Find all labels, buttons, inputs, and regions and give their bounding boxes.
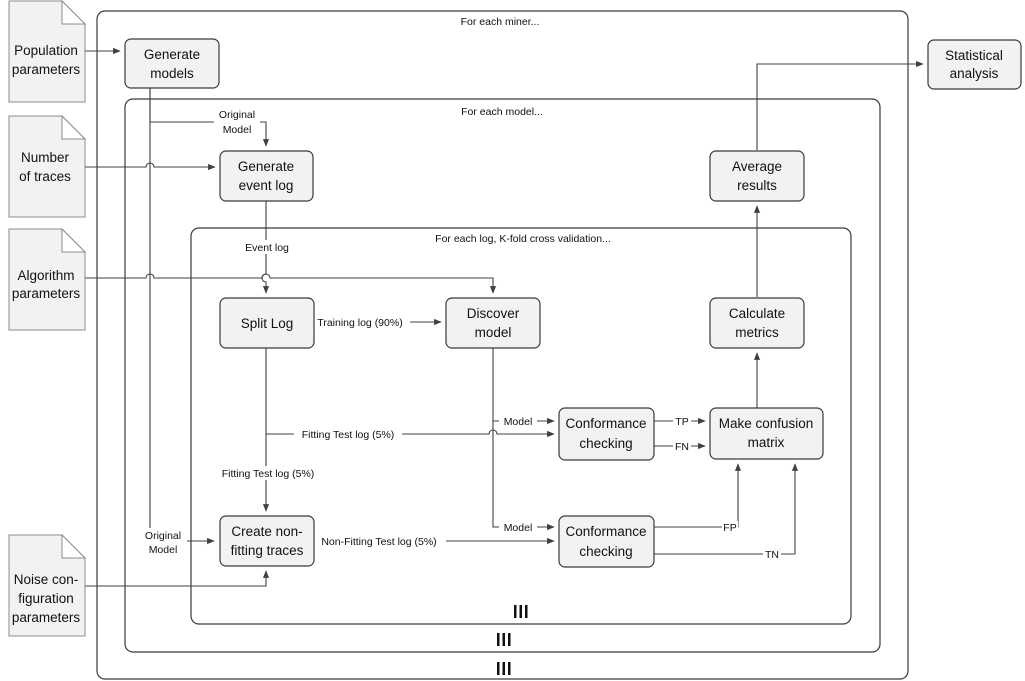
svg-text:TN: TN [765,549,779,561]
label-training-log: Training log (90%) [310,315,410,329]
svg-text:Generate: Generate [144,47,200,62]
edge-noise-to-create [85,570,270,587]
process-generate-models: Generate models [124,38,220,89]
parallel-marker-miner [497,662,511,675]
svg-text:event log: event log [239,178,294,193]
svg-text:Non-Fitting Test log (5%): Non-Fitting Test log (5%) [321,536,436,548]
svg-text:Model: Model [504,416,533,428]
parallel-marker-model [497,633,511,646]
svg-text:Split Log: Split Log [241,316,294,331]
svg-text:figuration: figuration [18,591,74,606]
label-tn: TN [763,548,781,561]
svg-text:TP: TP [675,416,688,428]
svg-text:Model: Model [149,544,178,556]
svg-text:Original: Original [219,109,255,121]
svg-text:fitting traces: fitting traces [231,543,304,558]
edge-discover-to-conformance1 [492,348,555,425]
svg-text:Discover: Discover [467,306,520,321]
process-conformance-checking-2: Conformance checking [558,515,655,568]
process-conformance-checking-1: Conformance checking [558,407,655,461]
svg-text:Conformance: Conformance [565,524,646,539]
svg-text:Make confusion: Make confusion [719,416,814,431]
process-split-log: Split Log [219,297,315,349]
label-nonfitting-test-log: Non-Fitting Test log (5%) [312,535,446,548]
svg-text:Fitting Test log (5%): Fitting Test log (5%) [302,429,395,441]
process-make-confusion-matrix: Make confusion matrix [709,407,824,460]
svg-text:Original: Original [145,530,181,542]
svg-text:models: models [150,66,194,81]
frame-each-model [124,98,881,653]
parallel-marker-log [514,605,528,618]
svg-text:Create non-: Create non- [231,524,302,539]
svg-text:Average: Average [732,159,782,174]
label-fitting-test-log-h: Fitting Test log (5%) [294,427,402,441]
svg-text:Conformance: Conformance [565,416,646,431]
svg-text:checking: checking [579,544,632,559]
process-statistical-analysis: Statistical analysis [927,39,1022,90]
frame-each-log [190,227,852,625]
edge-discover-to-conformance2 [492,421,555,531]
svg-text:matrix: matrix [748,435,785,450]
document-number-of-traces: Number of traces [8,114,87,218]
label-tp: TP [673,415,691,428]
svg-text:FN: FN [675,441,689,453]
svg-text:checking: checking [579,436,632,451]
svg-text:Model: Model [223,124,252,136]
svg-text:Statistical: Statistical [945,48,1003,63]
frame-each-log-title: For each log, K-fold cross validation... [435,233,611,245]
svg-text:Training log (90%): Training log (90%) [317,317,402,329]
process-create-nonfitting-traces: Create non- fitting traces [219,515,315,567]
svg-text:parameters: parameters [12,286,81,301]
svg-text:Generate: Generate [238,159,294,174]
process-generate-event-log: Generate event log [219,150,314,202]
svg-text:model: model [475,325,512,340]
frame-each-miner [96,10,909,680]
process-average-results: Average results [709,150,805,202]
label-fn: FN [673,440,691,453]
document-algorithm-parameters: Algorithm parameters [8,227,87,331]
svg-text:parameters: parameters [12,62,81,77]
label-event-log: Event log [240,240,294,254]
svg-text:of traces: of traces [19,169,71,184]
svg-text:Noise con-: Noise con- [14,572,79,587]
frame-each-model-title: For each model... [461,106,543,118]
svg-text:Calculate: Calculate [729,306,785,321]
label-model-1: Model [499,415,537,428]
process-calculate-metrics: Calculate metrics [709,297,805,349]
document-population-parameters: Population parameters [8,0,87,103]
frame-each-miner-title: For each miner... [461,16,540,28]
svg-text:Population: Population [14,43,78,58]
label-original-model-top: Original Model [214,106,260,137]
edge-tn [654,463,799,555]
svg-text:parameters: parameters [12,610,81,625]
process-discover-model: Discover model [445,297,541,349]
edge-original-model-bottom [149,88,215,545]
svg-text:Event log: Event log [245,242,289,254]
svg-text:results: results [737,178,777,193]
svg-text:metrics: metrics [735,325,779,340]
svg-text:Algorithm: Algorithm [17,268,74,283]
label-original-model-bottom: Original Model [139,528,187,559]
edge-average-to-statistical [756,60,924,150]
edge-algorithm-to-discover [85,273,497,294]
document-noise-configuration-parameters: Noise con- figuration parameters [8,533,87,637]
svg-text:Number: Number [21,150,70,165]
label-fp: FP [722,521,738,534]
label-model-2: Model [499,521,537,534]
edge-fp [654,463,742,528]
svg-text:Fitting Test log (5%): Fitting Test log (5%) [222,468,315,480]
svg-text:Model: Model [504,522,533,534]
label-fitting-test-log-v: Fitting Test log (5%) [213,466,323,480]
svg-text:analysis: analysis [950,66,999,81]
svg-text:FP: FP [723,522,736,534]
